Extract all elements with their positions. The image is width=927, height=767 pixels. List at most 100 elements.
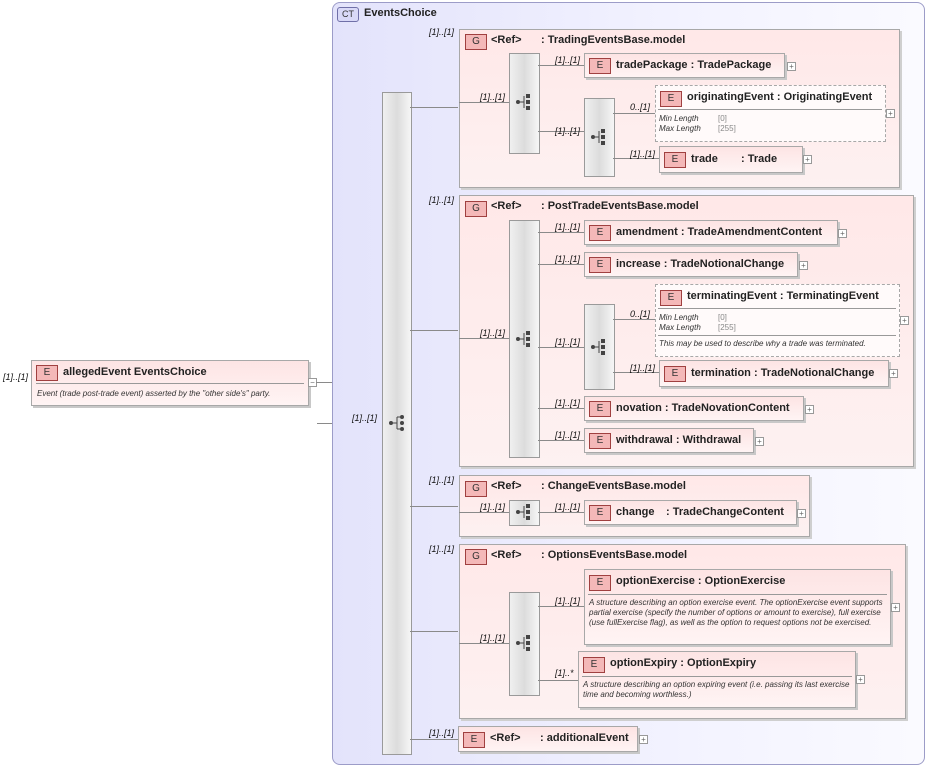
expand-icon[interactable]: + bbox=[787, 62, 796, 71]
separator bbox=[658, 335, 896, 336]
sequence-cardinality: [1]..[1] bbox=[555, 126, 581, 136]
element-badge: E bbox=[583, 657, 605, 673]
sequence-cardinality: [1]..[1] bbox=[555, 337, 581, 347]
connector bbox=[410, 330, 458, 331]
connector bbox=[538, 65, 584, 66]
element-tradePackage[interactable]: E tradePackage : TradePackage bbox=[584, 53, 785, 78]
item-cardinality: [1]..[1] bbox=[555, 596, 581, 606]
facet-label: Min Length bbox=[659, 114, 699, 123]
connector bbox=[410, 506, 458, 507]
item-cardinality: [1]..[1] bbox=[630, 149, 656, 159]
expand-icon[interactable]: + bbox=[639, 735, 648, 744]
element-badge: E bbox=[664, 366, 686, 382]
element-cardinality: [1]..[1] bbox=[429, 728, 455, 738]
element-badge: E bbox=[660, 91, 682, 107]
item-cardinality: 0..[1] bbox=[630, 102, 651, 112]
element-ref: <Ref> bbox=[490, 732, 521, 744]
element-badge: E bbox=[589, 257, 611, 273]
separator bbox=[588, 594, 887, 595]
element-label: withdrawal : Withdrawal bbox=[616, 434, 742, 446]
group-cardinality: [1]..[1] bbox=[429, 27, 455, 37]
expand-icon[interactable]: + bbox=[799, 261, 808, 270]
sequence-cardinality: [1]..[1] bbox=[480, 328, 506, 338]
group-cardinality: [1]..[1] bbox=[429, 475, 455, 485]
group-badge: G bbox=[465, 481, 487, 497]
element-optionExercise[interactable]: E optionExercise : OptionExercise A stru… bbox=[584, 569, 891, 645]
element-novation[interactable]: E novation : TradeNovationContent bbox=[584, 396, 804, 421]
group-name: : ChangeEventsBase.model bbox=[541, 480, 686, 492]
sequence-icon bbox=[591, 339, 605, 355]
facet-value: [0] bbox=[718, 114, 727, 123]
sequence-compositor[interactable] bbox=[584, 98, 615, 177]
element-name: : additionalEvent bbox=[540, 732, 629, 744]
sequence-cardinality: [1]..[1] bbox=[480, 92, 506, 102]
expand-icon[interactable]: + bbox=[755, 437, 764, 446]
expand-icon[interactable]: + bbox=[805, 405, 814, 414]
expand-icon[interactable]: + bbox=[900, 316, 909, 325]
group-name: : OptionsEventsBase.model bbox=[541, 549, 688, 561]
expand-icon[interactable]: + bbox=[838, 229, 847, 238]
element-terminatingEvent[interactable]: E terminatingEvent : TerminatingEvent Mi… bbox=[655, 284, 900, 357]
root-element-box[interactable]: E allegedEvent EventsChoice Event (trade… bbox=[31, 360, 309, 406]
connector bbox=[538, 131, 584, 132]
element-documentation: A structure describing an option exercis… bbox=[589, 598, 883, 627]
element-optionExpiry[interactable]: E optionExpiry : OptionExpiry A structur… bbox=[578, 651, 856, 708]
element-documentation: This may be used to describe why a trade… bbox=[659, 339, 866, 348]
element-originatingEvent[interactable]: E originatingEvent : OriginatingEvent Mi… bbox=[655, 85, 886, 142]
expand-icon[interactable]: + bbox=[886, 109, 895, 118]
item-cardinality: [1]..* bbox=[555, 668, 574, 678]
connector bbox=[538, 232, 584, 233]
element-badge: E bbox=[36, 365, 58, 381]
element-label: optionExercise : OptionExercise bbox=[616, 575, 786, 587]
expand-icon[interactable]: + bbox=[856, 675, 865, 684]
sequence-cardinality: [1]..[1] bbox=[480, 502, 506, 512]
element-label: novation : TradeNovationContent bbox=[616, 402, 790, 414]
facet-value: [255] bbox=[718, 323, 736, 332]
group-badge: G bbox=[465, 549, 487, 565]
element-badge: E bbox=[589, 58, 611, 74]
element-withdrawal[interactable]: E withdrawal : Withdrawal bbox=[584, 428, 754, 453]
item-cardinality: 0..[1] bbox=[630, 309, 651, 319]
expand-icon[interactable]: + bbox=[891, 603, 900, 612]
element-trade[interactable]: E trade : Trade bbox=[659, 146, 803, 173]
element-termination[interactable]: E termination : TradeNotionalChange bbox=[659, 360, 889, 387]
connector bbox=[613, 372, 659, 373]
item-cardinality: [1]..[1] bbox=[555, 222, 581, 232]
element-label: tradePackage : TradePackage bbox=[616, 59, 772, 71]
item-cardinality: [1]..[1] bbox=[555, 398, 581, 408]
connector bbox=[538, 606, 584, 607]
facet-label: Min Length bbox=[659, 313, 699, 322]
element-change[interactable]: E change : TradeChangeContent bbox=[584, 500, 797, 525]
element-label: termination : TradeNotionalChange bbox=[691, 367, 875, 379]
element-increase[interactable]: E increase : TradeNotionalChange bbox=[584, 252, 798, 277]
element-label: originatingEvent : OriginatingEvent bbox=[687, 91, 873, 103]
connector bbox=[538, 440, 584, 441]
group-cardinality: [1]..[1] bbox=[429, 195, 455, 205]
element-badge: E bbox=[589, 225, 611, 241]
sequence-icon bbox=[516, 504, 530, 520]
connector bbox=[410, 631, 458, 632]
element-amendment[interactable]: E amendment : TradeAmendmentContent bbox=[584, 220, 838, 245]
sequence-cardinality: [1]..[1] bbox=[480, 633, 506, 643]
element-type: : Trade bbox=[741, 153, 778, 165]
expand-icon[interactable]: + bbox=[797, 509, 806, 518]
complex-type-badge: CT bbox=[337, 7, 359, 22]
expand-icon[interactable]: + bbox=[803, 155, 812, 164]
item-cardinality: [1]..[1] bbox=[555, 430, 581, 440]
group-cardinality: [1]..[1] bbox=[429, 544, 455, 554]
group-name: : TradingEventsBase.model bbox=[541, 34, 686, 46]
element-badge: E bbox=[589, 401, 611, 417]
separator bbox=[582, 676, 852, 677]
item-cardinality: [1]..[1] bbox=[555, 502, 581, 512]
element-label: increase : TradeNotionalChange bbox=[616, 258, 785, 270]
element-badge: E bbox=[589, 575, 611, 591]
item-cardinality: [1]..[1] bbox=[555, 254, 581, 264]
root-cardinality: [1]..[1] bbox=[3, 372, 29, 382]
element-additionalEvent[interactable]: E <Ref> : additionalEvent bbox=[458, 726, 638, 752]
item-cardinality: [1]..[1] bbox=[555, 55, 581, 65]
element-name: trade bbox=[691, 153, 718, 165]
expand-icon[interactable]: + bbox=[889, 369, 898, 378]
group-badge: G bbox=[465, 201, 487, 217]
group-badge: G bbox=[465, 34, 487, 50]
connector bbox=[613, 319, 655, 320]
